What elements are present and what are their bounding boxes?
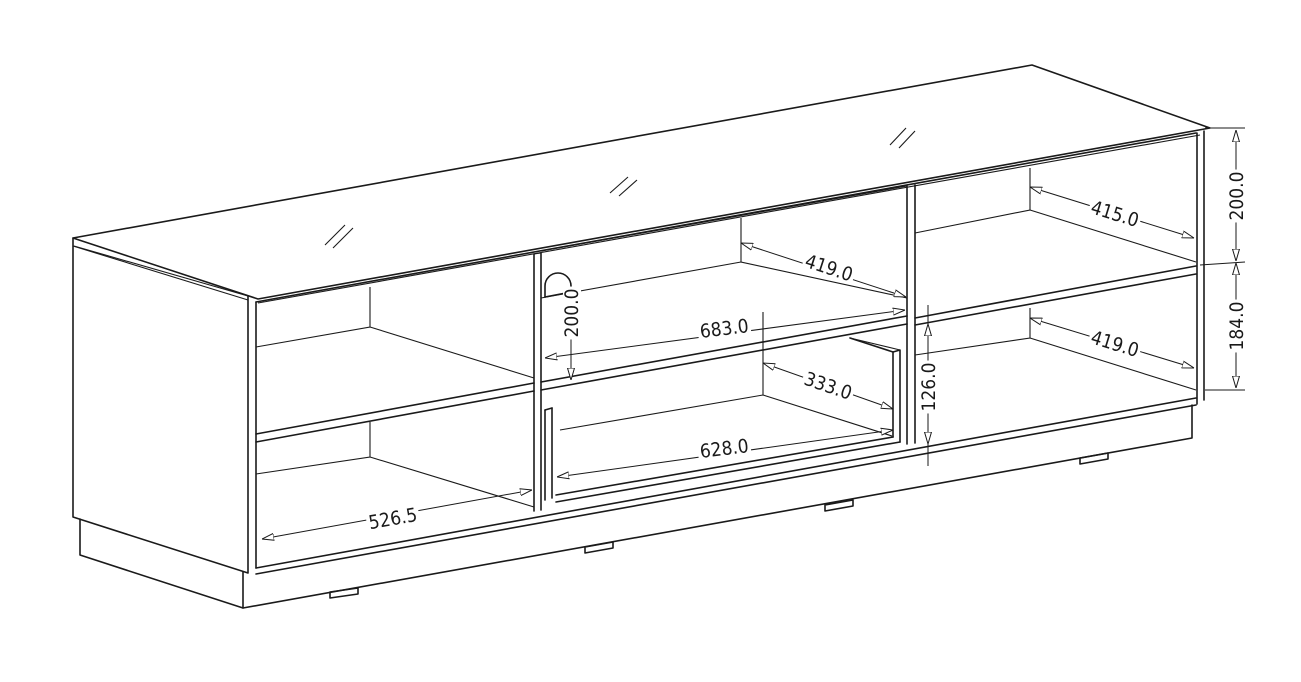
dim-label-bg <box>1228 169 1246 223</box>
dim-label-200-right: 200.0 <box>1226 172 1248 221</box>
dimension-labels: 526.5 683.0 628.0 333.0 419.0 415.0 419.… <box>365 169 1248 534</box>
dim-label-bg <box>563 286 581 340</box>
dim-label-184: 184.0 <box>1226 302 1248 351</box>
feet <box>329 452 1109 599</box>
dim-label-628: 628.0 <box>699 435 750 463</box>
dim-label-333: 333.0 <box>801 368 854 405</box>
glass-reflection-marks <box>324 127 916 249</box>
dim-label-bg <box>365 505 421 533</box>
dim-label-bg <box>800 251 857 286</box>
divider-right <box>906 184 916 445</box>
cabinet-outline <box>72 64 1211 609</box>
dim-label-683: 683.0 <box>699 315 750 343</box>
dim-label-bg <box>696 316 752 342</box>
dim-label-419-right: 419.0 <box>1088 327 1141 362</box>
dim-label-126: 126.0 <box>918 363 940 412</box>
divider-left <box>533 252 542 512</box>
dim-label-bg <box>696 436 752 462</box>
dim-label-200-mid: 200.0 <box>561 289 583 338</box>
dim-label-415: 415.0 <box>1088 197 1141 232</box>
dim-label-bg <box>1228 299 1246 353</box>
dim-label-526: 526.5 <box>367 504 419 534</box>
dim-label-bg <box>920 360 938 414</box>
dim-label-bg <box>1086 327 1143 361</box>
dim-label-bg <box>1086 197 1143 231</box>
dim-label-bg <box>800 369 856 404</box>
